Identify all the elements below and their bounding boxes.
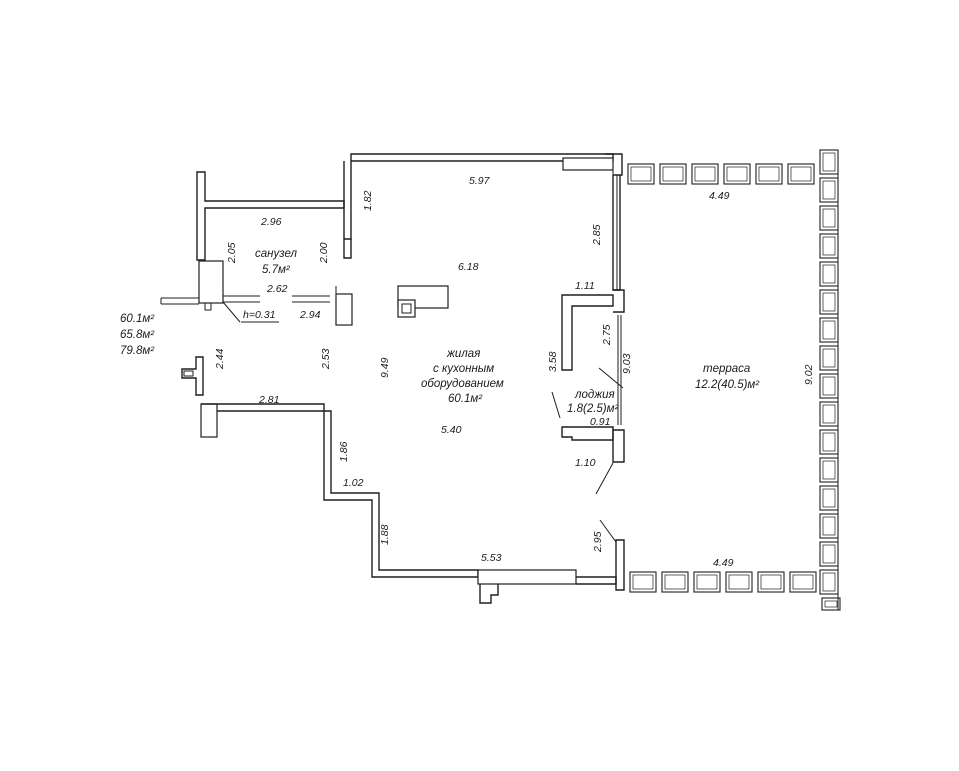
dim-step-vertical-2: 1.88 <box>379 524 391 545</box>
fence-right-block-inner <box>822 236 836 256</box>
dim-corridor-width: 2.94 <box>299 309 321 321</box>
dim-right-lower: 2.95 <box>592 531 604 553</box>
dim-left-wall: 2.44 <box>214 348 226 370</box>
dim-living-height: 9.49 <box>379 357 391 378</box>
fence-top-block-inner <box>662 166 684 182</box>
fence-right-block-inner <box>822 292 836 312</box>
room-bathroom-area: 5.7м² <box>262 264 291 276</box>
dim-bottom-wall: 5.53 <box>481 552 502 564</box>
room-living-area: 60.1м² <box>448 393 483 405</box>
fence-top-block <box>659 163 687 185</box>
fence-right-block-inner <box>822 488 836 508</box>
fence-top-block-inner <box>758 166 780 182</box>
walls <box>160 153 625 604</box>
fence-bottom-block <box>693 571 721 593</box>
fence-bottom-block-inner <box>792 574 814 590</box>
dim-step-vertical-1: 1.86 <box>338 441 350 462</box>
dim-lower-left-wall: 2.81 <box>258 394 279 406</box>
dim-bath-depth-small: 1.82 <box>362 190 374 211</box>
fence-bottom-block-inner <box>664 574 686 590</box>
fence-top-block-inner <box>726 166 748 182</box>
room-living-line1: жилая <box>446 348 480 360</box>
dim-ceiling-step: h=0.31 <box>243 309 275 321</box>
dim-terrace-height: 9.02 <box>803 364 815 385</box>
fence-bottom-block-inner <box>696 574 718 590</box>
fence-bottom-block-inner <box>632 574 654 590</box>
bath-partition-pier <box>335 293 353 326</box>
fence-top-block-inner <box>630 166 652 182</box>
dim-terrace-top: 4.49 <box>709 190 730 202</box>
kitchen-island-base <box>397 299 416 318</box>
area-totals: 60.1м² 65.8м² 79.8м² <box>120 313 155 357</box>
fence-right-block-inner <box>822 432 836 452</box>
dim-corridor-height: 2.53 <box>320 348 332 370</box>
fence-bottom-block-inner <box>760 574 782 590</box>
fence-right-block-inner <box>822 376 836 396</box>
entrance-pier <box>200 403 218 438</box>
room-bathroom-name: санузел <box>255 248 297 260</box>
room-living-line2: с кухонным <box>433 363 494 375</box>
dimension-labels: 5.97 2.96 1.82 2.00 2.05 2.62 h=0.31 2.9… <box>214 175 815 569</box>
fence-right-block-inner <box>822 180 836 200</box>
dim-bath-depth-right: 2.00 <box>318 242 330 264</box>
fence-bottom-block <box>757 571 785 593</box>
total-with-terrace: 79.8м² <box>120 345 155 357</box>
dim-step-horizontal: 1.02 <box>343 477 364 489</box>
dim-living-right-height: 9.03 <box>621 353 633 374</box>
fence-top-block <box>787 163 815 185</box>
terrace-fence <box>627 149 841 611</box>
fence-top-block <box>691 163 719 185</box>
fence-top-block <box>723 163 751 185</box>
top-right-column <box>562 157 614 171</box>
room-labels: санузел 5.7м² жилая с кухонным оборудова… <box>255 248 760 415</box>
fence-right-block-inner <box>822 348 836 368</box>
fence-right-block-inner <box>822 264 836 284</box>
fence-right-block-inner <box>822 572 836 592</box>
fence-top-block <box>627 163 655 185</box>
total-area: 65.8м² <box>120 329 155 341</box>
total-living: 60.1м² <box>120 313 155 325</box>
fence-right-block-inner <box>822 460 836 480</box>
fence-right-block-inner <box>822 208 836 228</box>
fence-right-block-inner <box>822 152 836 172</box>
dim-loggia-width: 0.91 <box>590 416 610 428</box>
room-loggia-area: 1.8(2.5)м² <box>567 403 620 415</box>
fence-bottom-block-inner <box>728 574 750 590</box>
fence-top-block-inner <box>790 166 812 182</box>
fence-bottom-block <box>725 571 753 593</box>
fence-top-block <box>755 163 783 185</box>
dim-terrace-bottom: 4.49 <box>713 557 734 569</box>
fence-bottom-block <box>629 571 657 593</box>
fence-top-block-inner <box>694 166 716 182</box>
fence-right-block-inner <box>822 404 836 424</box>
dim-right-upper: 2.85 <box>591 224 603 246</box>
dim-loggia-height: 3.58 <box>547 351 559 372</box>
shaft <box>198 260 224 304</box>
room-terrace-name: терраса <box>703 363 750 375</box>
fence-bottom-block <box>789 571 817 593</box>
room-living-line3: оборудованием <box>421 378 504 390</box>
bottom-column <box>477 569 577 585</box>
dim-bath-depth-left: 2.05 <box>226 242 238 264</box>
fence-right-block-inner <box>824 600 838 608</box>
dim-loggia-bottom: 1.10 <box>575 457 596 469</box>
room-terrace-area: 12.2(40.5)м² <box>695 379 760 391</box>
fence-right-block-inner <box>822 544 836 564</box>
fence-right-block-inner <box>822 516 836 536</box>
dim-top-wall: 5.97 <box>469 175 491 187</box>
fence-right-block-inner <box>822 320 836 340</box>
dim-bath-width: 2.96 <box>260 216 282 228</box>
dim-living-inner-width: 6.18 <box>458 261 479 273</box>
dim-loggia-side: 2.75 <box>601 324 613 346</box>
dim-living-lower-width: 5.40 <box>441 424 462 436</box>
dim-loggia-top: 1.11 <box>575 280 595 292</box>
dim-bath-inner: 2.62 <box>266 283 288 295</box>
fence-bottom-block <box>661 571 689 593</box>
room-loggia-name: лоджия <box>574 389 615 401</box>
